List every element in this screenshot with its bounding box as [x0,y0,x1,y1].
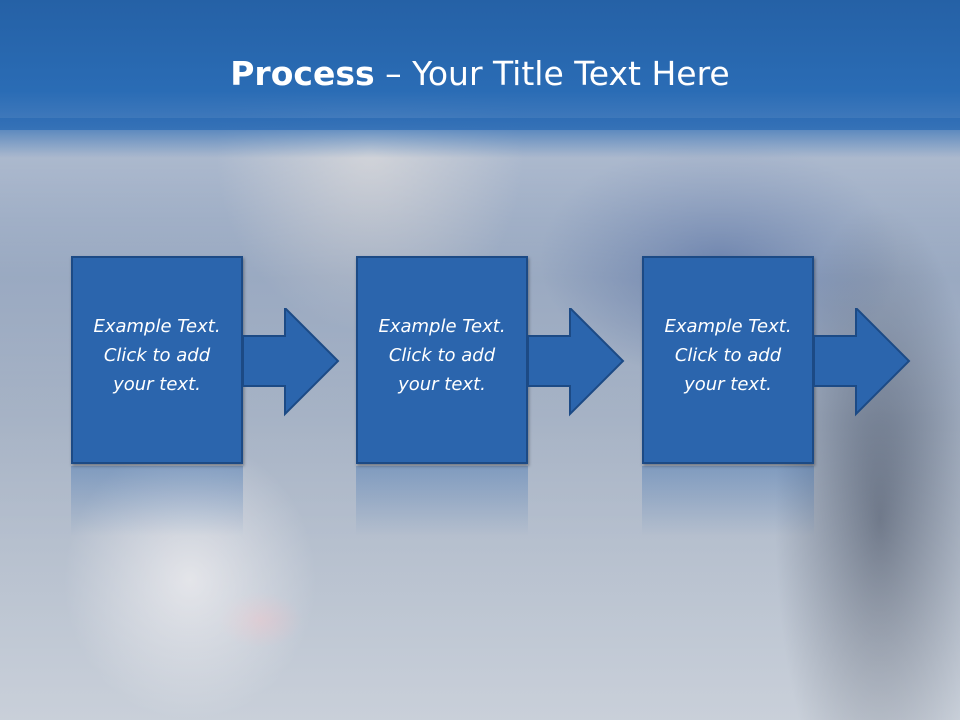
step-text-line3: your text. [684,374,772,395]
step-text-line3: your text. [113,374,201,395]
step-text[interactable]: Example Text. Click to add your text. [644,312,812,399]
step-text-line2: Click to add [103,345,211,366]
step-reflection [642,466,814,536]
step-text[interactable]: Example Text. Click to add your text. [358,312,526,399]
step-text-line1: Example Text. [93,316,221,337]
step-text[interactable]: Example Text. Click to add your text. [73,312,241,399]
title-bar-fade [0,118,960,158]
right-arrow-icon[interactable] [814,308,912,418]
slide-title[interactable]: Process – Your Title Text Here [0,52,960,96]
title-bar [0,0,960,130]
right-arrow-icon[interactable] [528,308,626,418]
step-reflection [71,466,243,536]
step-text-line3: your text. [398,374,486,395]
step-box[interactable]: Example Text. Click to add your text. [356,256,528,464]
step-text-line2: Click to add [674,345,782,366]
step-text-line1: Example Text. [664,316,792,337]
slide-title-separator: – [374,54,413,93]
step-box[interactable]: Example Text. Click to add your text. [71,256,243,464]
slide-title-text: Your Title Text Here [412,54,730,93]
step-reflection [356,466,528,536]
slide-title-bold: Process [230,54,375,93]
step-text-line2: Click to add [388,345,496,366]
step-box[interactable]: Example Text. Click to add your text. [642,256,814,464]
step-text-line1: Example Text. [378,316,506,337]
right-arrow-icon[interactable] [243,308,341,418]
